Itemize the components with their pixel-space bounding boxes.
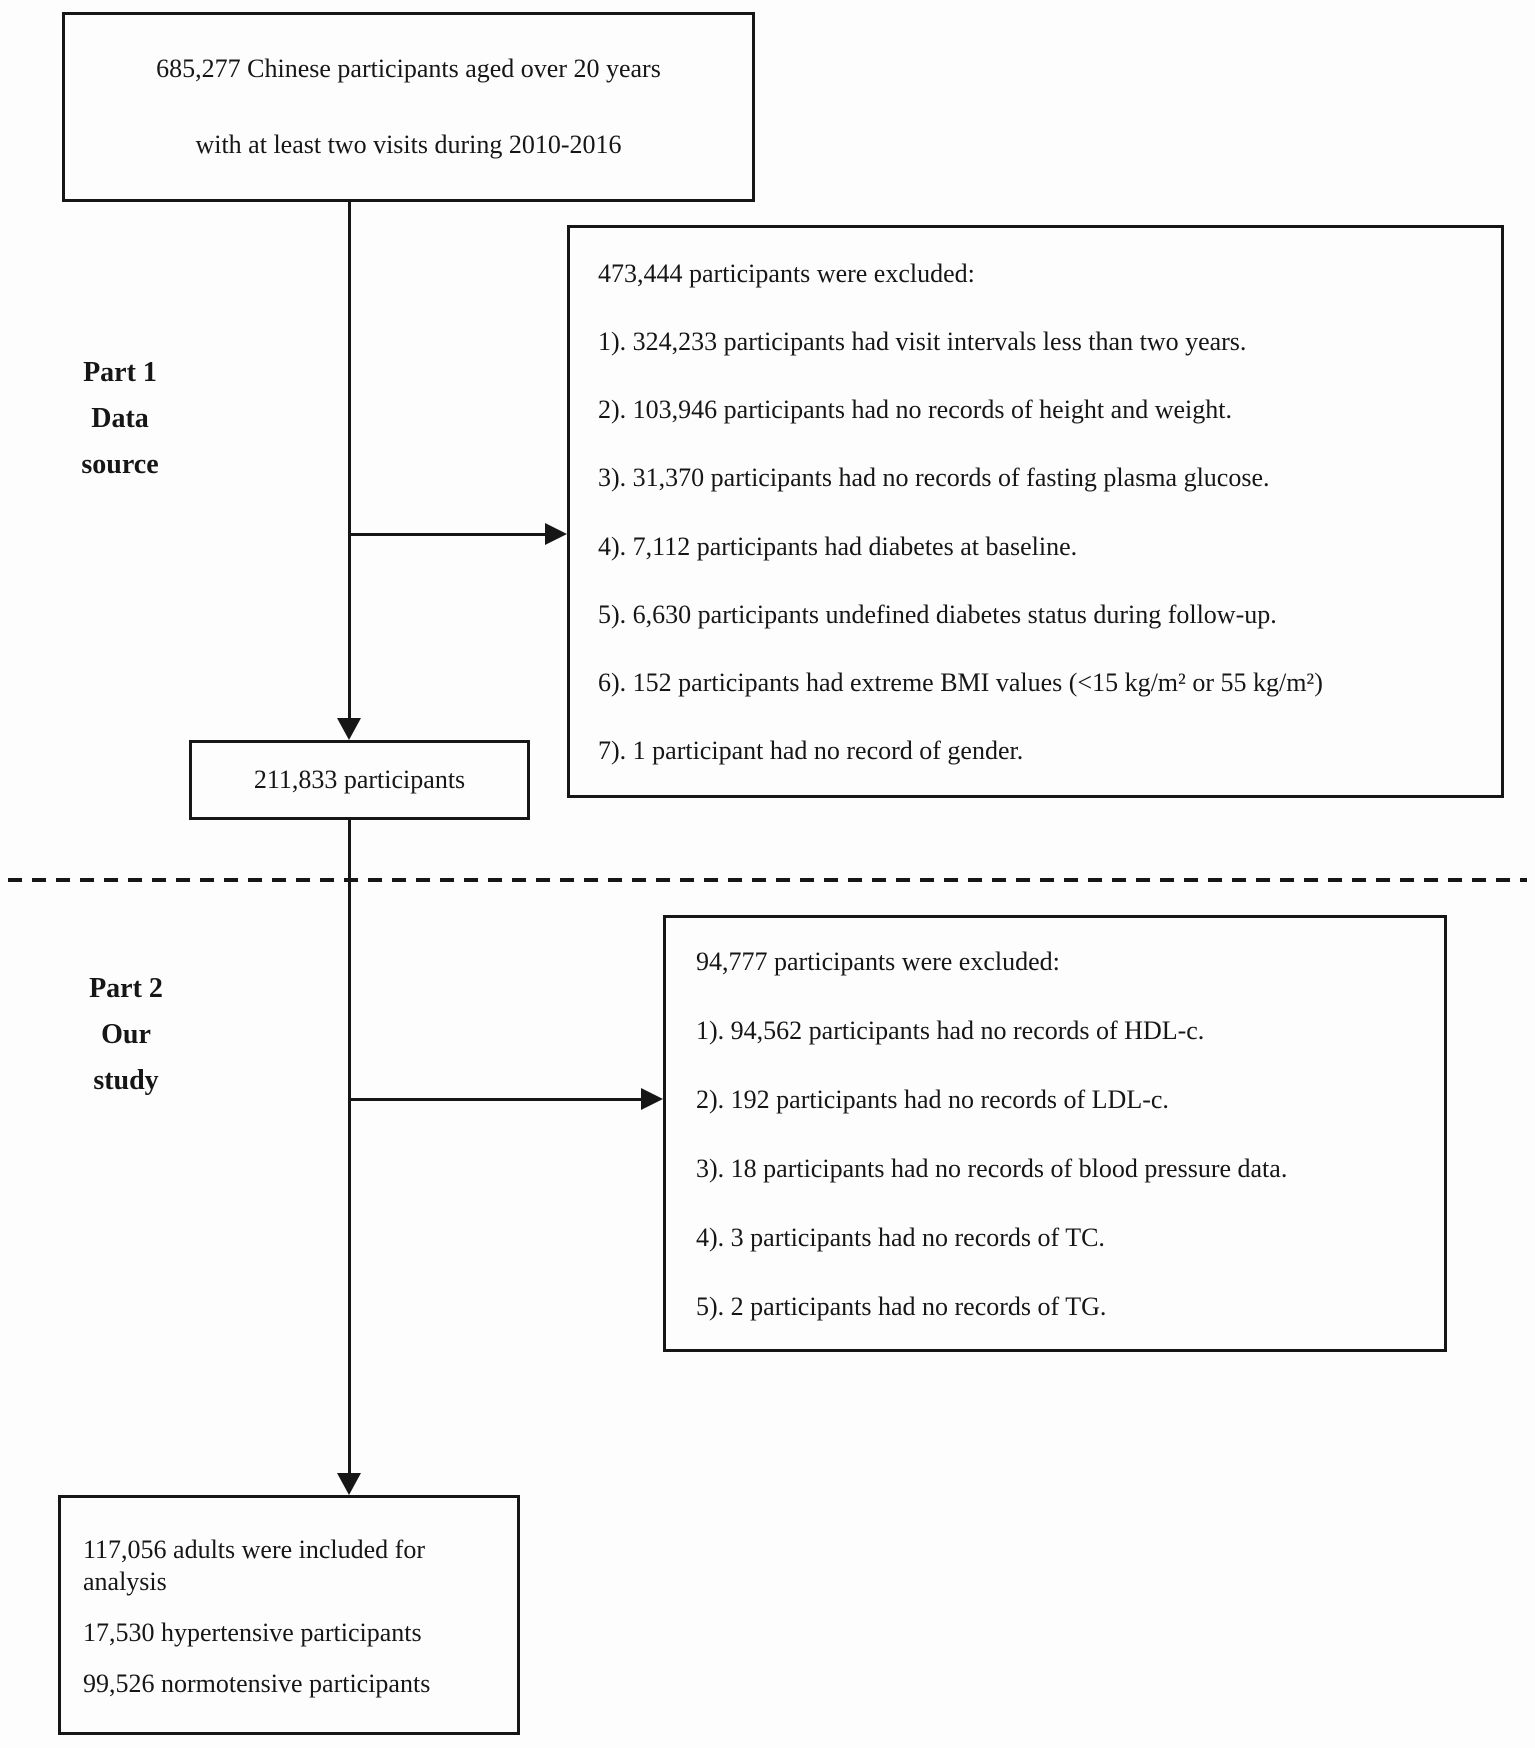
arrowhead-down	[337, 718, 361, 740]
exclusion-item: 1). 94,562 participants had no records o…	[696, 1016, 1205, 1045]
exclusion-item: 3). 31,370 participants had no records o…	[598, 463, 1270, 493]
interim-participants-text: 211,833 participants	[253, 765, 466, 794]
exclusion-item: 2). 192 participants had no records of L…	[696, 1085, 1169, 1114]
arrow-line-interim-to-final	[348, 820, 351, 1473]
exclusion-item: 4). 3 participants had no records of TC.	[696, 1223, 1105, 1252]
part1-label-line: source	[81, 449, 159, 480]
exclusion-item: 5). 2 participants had no records of TG.	[696, 1292, 1107, 1321]
part-divider-dashed-line	[8, 878, 1527, 882]
exclusion-item: 7). 1 participant had no record of gende…	[598, 735, 1024, 765]
final-line: 117,056 adults were included for analysi…	[83, 1535, 425, 1596]
arrowhead-right	[641, 1088, 663, 1110]
exclusion-item: 3). 18 participants had no records of bl…	[696, 1154, 1288, 1183]
exclusion-item: 2). 103,946 participants had no records …	[598, 395, 1232, 425]
part1-label-line: Part 1	[83, 357, 157, 388]
exclusion-title: 473,444 participants were excluded:	[598, 259, 975, 288]
part1-label: Part 1 Data source	[60, 350, 180, 488]
arrow-line-source-to-interim	[348, 202, 351, 720]
source-population-box: 685,277 Chinese participants aged over 2…	[62, 12, 755, 202]
part1-label-line: Data	[91, 403, 149, 434]
arrow-line-branch-part1	[348, 533, 546, 536]
arrowhead-down	[337, 1473, 361, 1495]
final-line: 99,526 normotensive participants	[83, 1669, 431, 1698]
source-population-line: 685,277 Chinese participants aged over 2…	[156, 54, 661, 83]
exclusion-item: 4). 7,112 participants had diabetes at b…	[598, 531, 1078, 561]
part2-label-line: Part 2	[89, 973, 163, 1004]
arrow-line-branch-part2	[348, 1098, 641, 1101]
exclusion-item: 5). 6,630 participants undefined diabete…	[598, 599, 1277, 629]
arrowhead-right	[545, 523, 567, 545]
interim-participants-box: 211,833 participants	[189, 740, 530, 820]
part2-label-line: study	[93, 1065, 159, 1096]
exclusion-box-part1: 473,444 participants were excluded: 1). …	[567, 225, 1504, 798]
final-analysis-box: 117,056 adults were included for analysi…	[58, 1495, 520, 1735]
source-population-line: with at least two visits during 2010-201…	[195, 130, 622, 159]
exclusion-box-part2: 94,777 participants were excluded: 1). 9…	[663, 915, 1447, 1352]
exclusion-item: 6). 152 participants had extreme BMI val…	[598, 667, 1323, 697]
part2-label: Part 2 Our study	[66, 966, 186, 1104]
exclusion-item: 1). 324,233 participants had visit inter…	[598, 327, 1247, 357]
exclusion-title: 94,777 participants were excluded:	[696, 947, 1060, 976]
final-line: 17,530 hypertensive participants	[83, 1618, 422, 1647]
part2-label-line: Our	[101, 1019, 151, 1050]
